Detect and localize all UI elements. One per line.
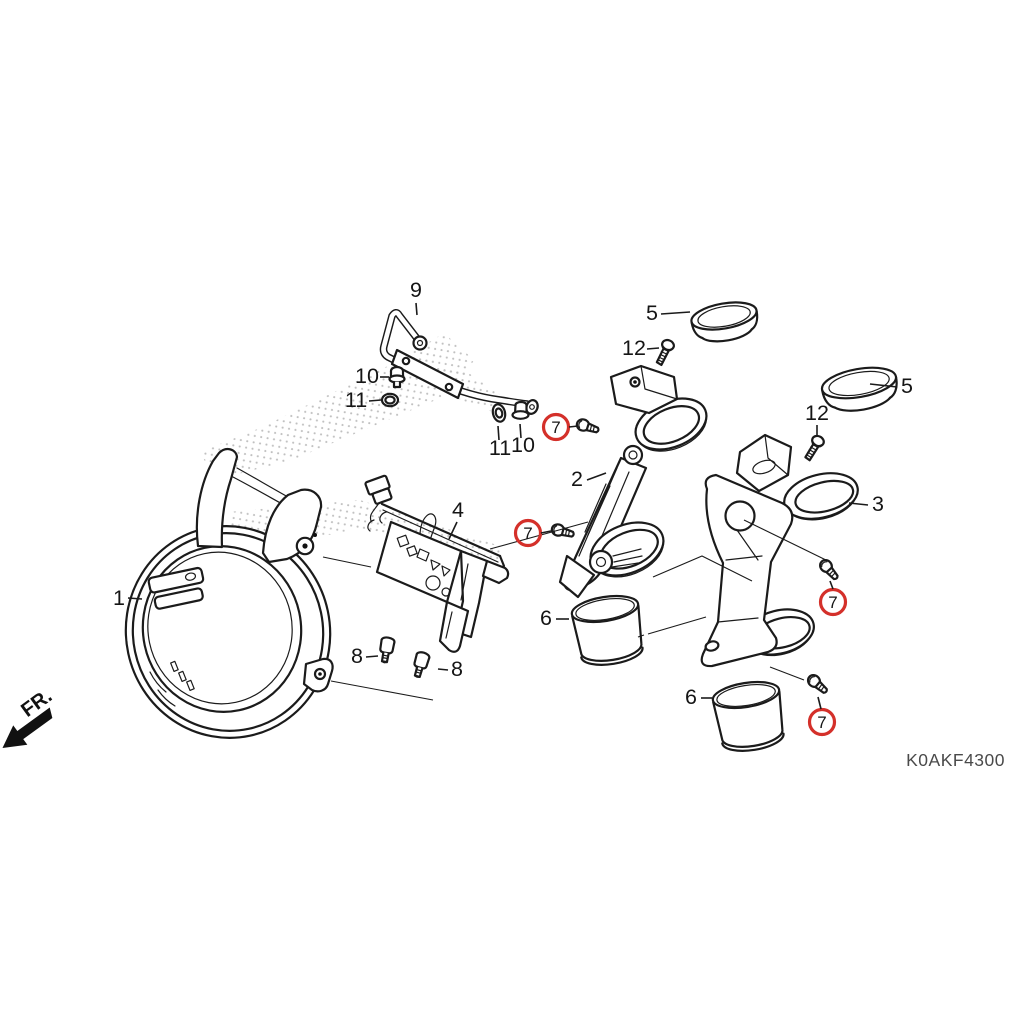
part-5-meter-ring-right — [820, 366, 898, 412]
part-11-grommet-bottom — [491, 403, 507, 423]
part-7-screw-a — [574, 416, 602, 437]
callout-3[interactable]: 3 — [872, 492, 884, 516]
diagram-code: K0AKF4300 — [906, 750, 1005, 770]
callouts: 1 2 3 4 5 5 6 6 8 8 9 10 11 11 10 12 12 — [113, 278, 913, 709]
part-12-screw-right — [802, 433, 827, 464]
part-7-screw-d — [804, 671, 832, 697]
callout-11-left[interactable]: 11 — [345, 388, 367, 412]
callout-7-a[interactable]: 7 — [551, 418, 560, 437]
callout-7-d[interactable]: 7 — [817, 713, 826, 732]
callout-8-left[interactable]: 8 — [351, 644, 363, 668]
callout-10-bottom[interactable]: 10 — [511, 433, 535, 457]
callout-7-b[interactable]: 7 — [523, 524, 532, 543]
part-11-grommet-left — [380, 392, 400, 408]
part-6-meter-case-left — [570, 594, 644, 666]
part-10-collar-bottom — [511, 400, 530, 420]
witness-lines — [322, 519, 829, 701]
callout-6-right[interactable]: 6 — [685, 685, 697, 709]
part-5-meter-ring-top — [690, 301, 759, 343]
callout-12-right[interactable]: 12 — [805, 401, 829, 425]
callout-1[interactable]: 1 — [113, 586, 125, 610]
callout-5-right[interactable]: 5 — [901, 374, 913, 398]
callout-9[interactable]: 9 — [410, 278, 422, 302]
callout-7-highlight-b[interactable] — [513, 518, 543, 548]
callout-5-top[interactable]: 5 — [646, 301, 658, 325]
part-8-bolt-right — [409, 649, 432, 681]
callout-4[interactable]: 4 — [452, 498, 464, 522]
highlighted-callouts-7: 7 7 7 7 — [513, 412, 848, 737]
callout-7-highlight-a[interactable] — [541, 412, 571, 442]
part-9-stay-bar — [379, 309, 539, 415]
callout-7-c[interactable]: 7 — [828, 593, 837, 612]
part-8-bolt-left — [376, 635, 397, 665]
callout-2[interactable]: 2 — [571, 467, 583, 491]
callout-8-right[interactable]: 8 — [451, 657, 463, 681]
callout-12-top[interactable]: 12 — [622, 336, 646, 360]
callout-11-bottom[interactable]: 11 — [489, 436, 511, 460]
part-4-sub-bracket — [364, 474, 510, 653]
callout-10-left[interactable]: 10 — [355, 364, 379, 388]
callout-7-highlight-d[interactable] — [807, 707, 837, 737]
fr-arrow-icon — [2, 707, 53, 748]
part-3-meter-bracket-right — [700, 433, 859, 668]
callout-7-highlight-c[interactable] — [818, 587, 848, 617]
part-2-meter-bracket-left — [558, 364, 708, 599]
callout-6-left[interactable]: 6 — [540, 606, 552, 630]
part-7-screw-c — [816, 556, 843, 583]
part-10-bolt-left — [388, 365, 406, 389]
part-1-headlight-case — [124, 447, 334, 739]
part-6-meter-case-right — [711, 680, 785, 752]
part-12-screw-top — [654, 337, 677, 368]
fr-direction-arrow: FR. — [2, 685, 56, 748]
